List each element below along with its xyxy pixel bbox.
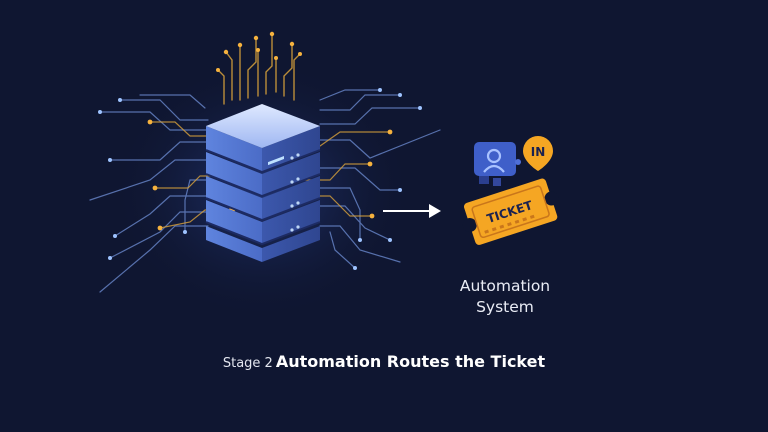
stage-number: Stage 2	[222, 356, 273, 371]
server-top-panel	[206, 104, 320, 148]
user-card-icon	[474, 142, 521, 186]
stage-title: Automation Routes the Ticket	[275, 352, 546, 371]
arrow-right-icon	[383, 204, 441, 218]
server-layer	[206, 152, 320, 196]
server-layer	[206, 226, 320, 262]
automation-label-line2: System	[476, 298, 534, 316]
automation-system-label: Automation System	[440, 276, 570, 318]
ticket-icon: TICKET	[462, 178, 559, 245]
server-layer	[206, 200, 320, 244]
in-location-badge: IN	[523, 136, 553, 171]
server-stack-icon	[205, 104, 321, 262]
automation-label-line1: Automation	[459, 277, 551, 295]
circuit-traces	[89, 33, 441, 293]
server-layer	[206, 176, 320, 220]
in-badge-label: IN	[531, 145, 546, 159]
